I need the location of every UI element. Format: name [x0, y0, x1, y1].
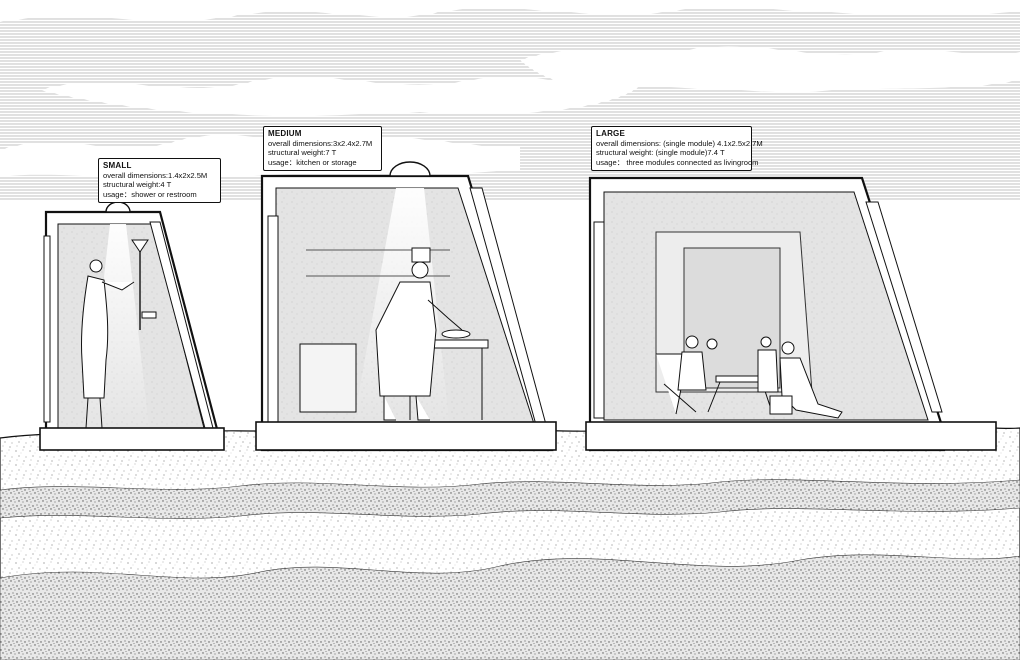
medium-module-dimensions: overall dimensions:3x2.4x2.7M [268, 138, 373, 148]
people-gathering [656, 335, 843, 419]
large-module-title: LARGE [596, 129, 625, 138]
medium-module-label: MEDIUM overall dimensions:3x2.4x2.7M str… [263, 126, 382, 172]
large-module-usage: usage： three modules connected as living… [596, 157, 759, 167]
small-module-title: SMALL [103, 161, 132, 170]
person-cooking [375, 247, 471, 421]
medium-module [255, 161, 557, 452]
large-module-label: LARGE overall dimensions: (single module… [591, 126, 763, 172]
medium-module-title: MEDIUM [268, 129, 302, 138]
large-module-dimensions: overall dimensions: (single module) 4.1x… [596, 138, 763, 148]
medium-module-weight: structural weight:7 T [268, 148, 337, 158]
large-module-weight: structural weight: (single module)7.4 T [596, 148, 725, 158]
person-showering [80, 239, 157, 429]
medium-module-usage: usage：kitchen or storage [268, 157, 357, 167]
small-module-dimensions: overall dimensions:1.4x2x2.5M [103, 170, 208, 180]
small-module-weight: structural weight:4 T [103, 180, 172, 190]
small-module-label: SMALL overall dimensions:1.4x2x2.5M stru… [98, 158, 221, 204]
large-module [585, 176, 997, 452]
ground-section [0, 425, 1020, 660]
small-module [39, 201, 225, 451]
small-module-usage: usage：shower or restroom [103, 189, 197, 199]
